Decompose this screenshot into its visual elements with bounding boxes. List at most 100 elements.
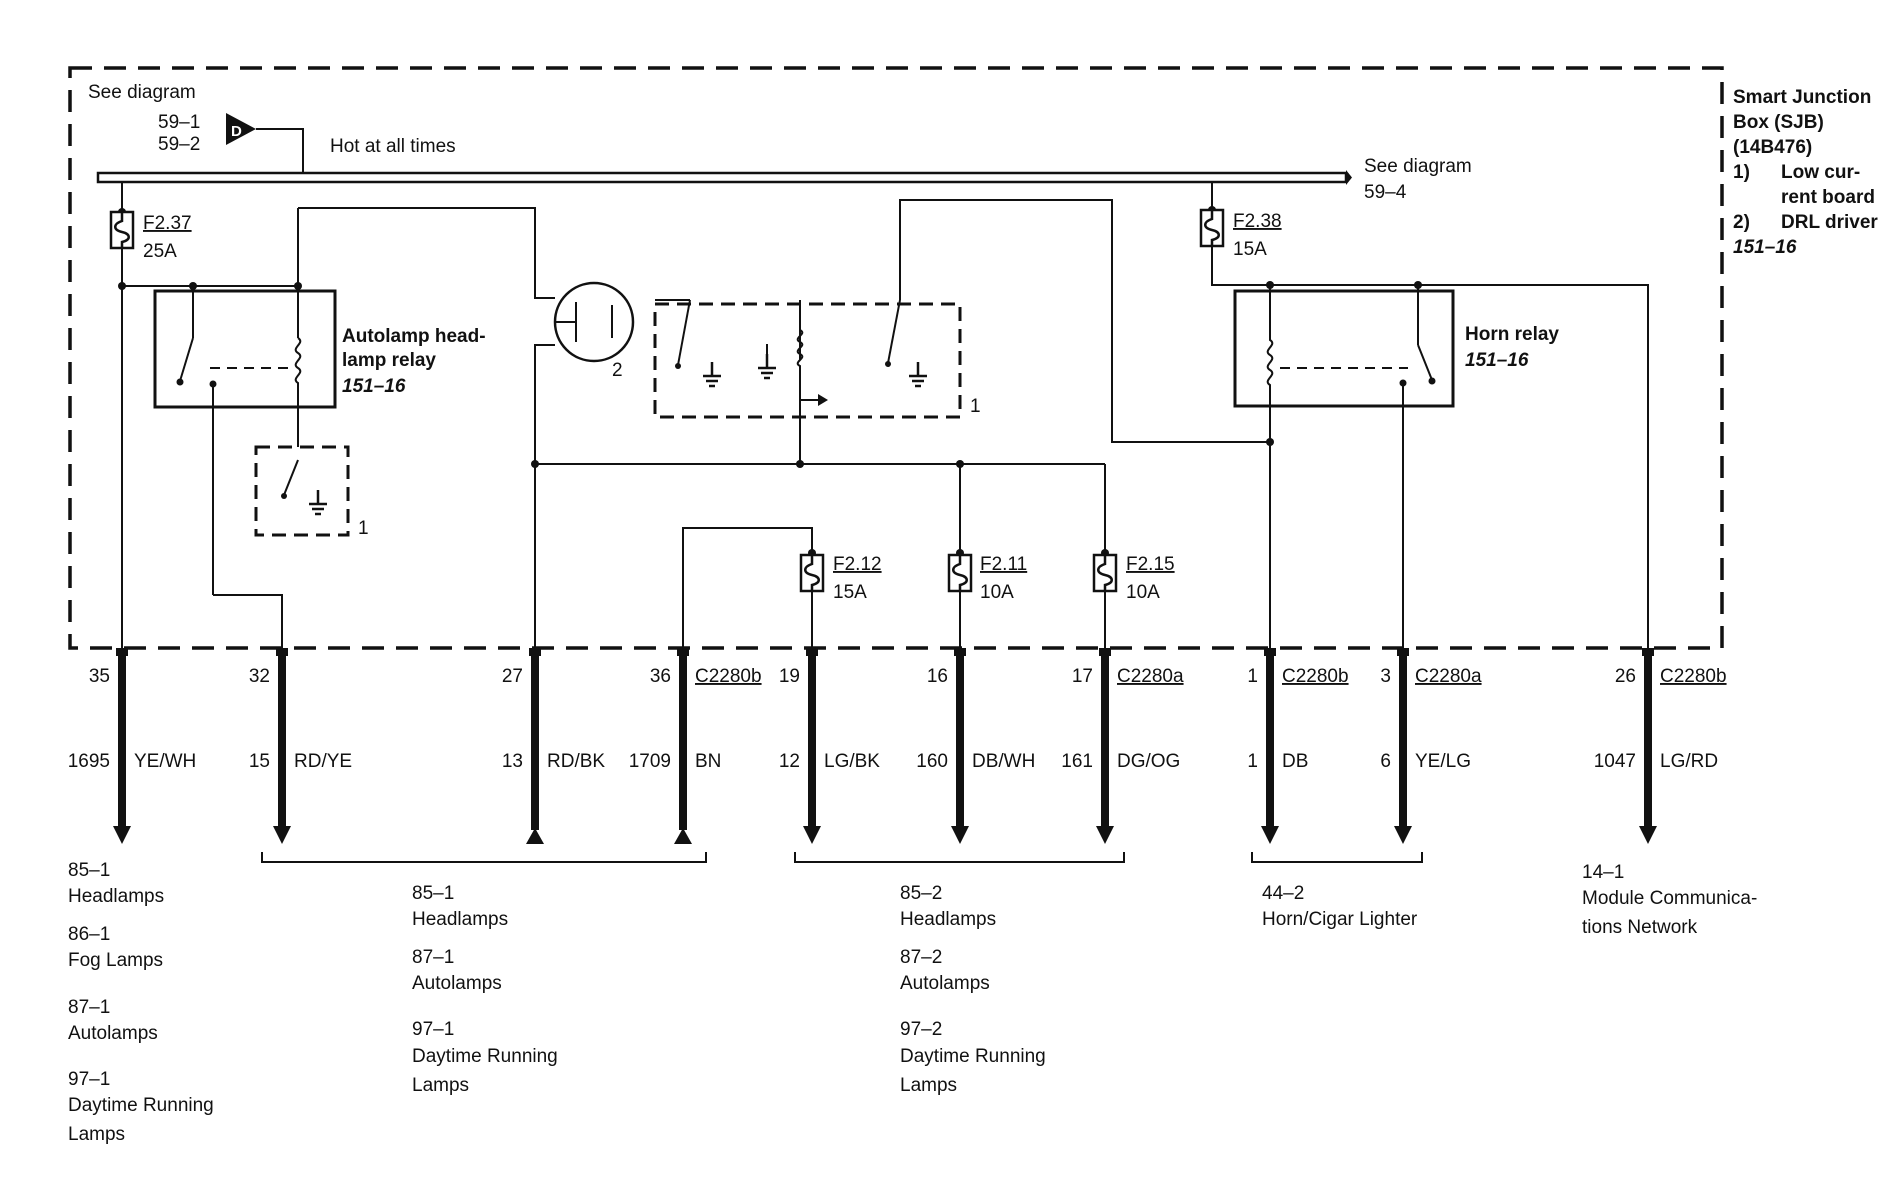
fuse-f212-icon: [799, 553, 825, 593]
dest-name: Daytime Running: [412, 1046, 558, 1067]
dest-ref: 87–1: [412, 947, 454, 968]
connector-terminal: [276, 648, 288, 656]
dest-name-cont: Lamps: [412, 1075, 469, 1096]
wire-color: YE/WH: [134, 751, 196, 772]
fuse-f237-name: F2.37: [143, 213, 192, 234]
pin-number: 19: [779, 666, 800, 687]
connector-terminal: [806, 648, 818, 656]
arrow-down-icon: [951, 826, 969, 844]
circuit-number: 12: [779, 751, 800, 772]
connector-terminal: [954, 648, 966, 656]
pin-number: 32: [249, 666, 270, 687]
dest-ref: 87–2: [900, 947, 942, 968]
dest-ref: 85–1: [412, 883, 454, 904]
dest-ref: 87–1: [68, 997, 110, 1018]
arrow-up-icon: [674, 828, 692, 844]
note-2: 2: [612, 360, 623, 381]
dest-name: Headlamps: [900, 909, 996, 930]
see-diagram-right: See diagram: [1364, 156, 1472, 177]
fuse-f212-amp: 15A: [833, 582, 867, 603]
note-1-b: 1: [970, 396, 981, 417]
circuit-number: 13: [502, 751, 523, 772]
drl-driver-icon: [553, 281, 635, 363]
fuse-f238-name: F2.38: [1233, 211, 1282, 232]
dest-name: Headlamps: [412, 909, 508, 930]
fuse-f237-icon: [109, 210, 135, 250]
ground-icon: [756, 352, 778, 380]
horn-relay-label: Horn relay: [1465, 324, 1559, 345]
wire-color: RD/BK: [547, 751, 605, 772]
wire-color: DG/OG: [1117, 751, 1180, 772]
dest-ref: 86–1: [68, 924, 110, 945]
wire-color: LG/RD: [1660, 751, 1718, 772]
sjb-ref: 151–16: [1733, 237, 1797, 258]
ref-59-1: 59–1: [158, 112, 200, 133]
fuse-f211-amp: 10A: [980, 582, 1014, 603]
sjb-note2-num: 2): [1733, 212, 1750, 233]
connector-terminal: [1264, 648, 1276, 656]
svg-text:D: D: [231, 123, 242, 140]
pin-number: 26: [1615, 666, 1636, 687]
autolamp-relay-switch-icon: [176, 337, 217, 388]
dest-name: Horn/Cigar Lighter: [1262, 909, 1418, 930]
connector-terminal: [677, 648, 689, 656]
pin-number: 36: [650, 666, 671, 687]
fuse-f215-amp: 10A: [1126, 582, 1160, 603]
fuse-f211-name: F2.11: [980, 554, 1027, 575]
dest-ref: 85–1: [68, 860, 110, 881]
circuit-number: 1: [1247, 751, 1258, 772]
dest-name: Daytime Running: [900, 1046, 1046, 1067]
connector-id: C2280b: [1660, 666, 1727, 687]
dest-name: Daytime Running: [68, 1095, 214, 1116]
circuit-number: 1709: [629, 751, 671, 772]
dest-name: Headlamps: [68, 886, 164, 907]
sjb-title-3: (14B476): [1733, 137, 1812, 158]
connector-id: C2280a: [1415, 666, 1482, 687]
autolamp-relay-ref: 151–16: [342, 376, 406, 397]
pin-number: 27: [502, 666, 523, 687]
dest-ref: 97–1: [68, 1069, 110, 1090]
dest-ref: 97–2: [900, 1019, 942, 1040]
ground-icon: [907, 360, 929, 388]
destination-group-5: 14–1 Module Communica- tions Network: [1582, 862, 1757, 938]
wire-color: RD/YE: [294, 751, 352, 772]
pin-number: 16: [927, 666, 948, 687]
arrow-down-icon: [1261, 826, 1279, 844]
dest-name: Fog Lamps: [68, 950, 163, 971]
harness-wires: [113, 648, 1657, 844]
dest-name-cont: Lamps: [900, 1075, 957, 1096]
dest-ref: 14–1: [1582, 862, 1624, 883]
fuse-f215-name: F2.15: [1126, 554, 1175, 575]
dest-ref: 97–1: [412, 1019, 454, 1040]
circuit-number: 160: [916, 751, 948, 772]
pin-number: 3: [1380, 666, 1391, 687]
sjb-title-2: Box (SJB): [1733, 112, 1824, 133]
dest-name-cont: Lamps: [68, 1124, 125, 1145]
circuit-number: 6: [1380, 751, 1391, 772]
wire-color: LG/BK: [824, 751, 880, 772]
connector-terminal: [1397, 648, 1409, 656]
circuit-number: 1695: [68, 751, 110, 772]
connector-id: C2280a: [1117, 666, 1184, 687]
arrow-down-icon: [273, 826, 291, 844]
wire-color: DB/WH: [972, 751, 1035, 772]
pin-number: 1: [1247, 666, 1258, 687]
dest-name: Autolamps: [68, 1023, 158, 1044]
wire-color: DB: [1282, 751, 1308, 772]
sjb-note2-text: DRL driver: [1781, 212, 1878, 233]
autolamp-relay-box: [153, 289, 337, 409]
horn-relay-switch-icon: [1399, 285, 1436, 387]
ground-icon: [307, 488, 329, 516]
destination-group-3: 85–2 Headlamps 87–2 Autolamps 97–2 Dayti…: [900, 883, 1046, 1096]
autolamp-relay-label-1: Autolamp head-: [342, 326, 486, 347]
sjb-note1-line1: Low cur-: [1781, 162, 1860, 183]
arrow-down-icon: [803, 826, 821, 844]
low-current-switch-1: [254, 445, 350, 537]
horn-relay-box: [1233, 289, 1455, 408]
connector-terminal: [1099, 648, 1111, 656]
fuse-f215-icon: [1092, 553, 1118, 593]
fuse-f238-icon: [1199, 208, 1225, 248]
connector-terminal: [116, 648, 128, 656]
dest-name: Autolamps: [900, 973, 990, 994]
